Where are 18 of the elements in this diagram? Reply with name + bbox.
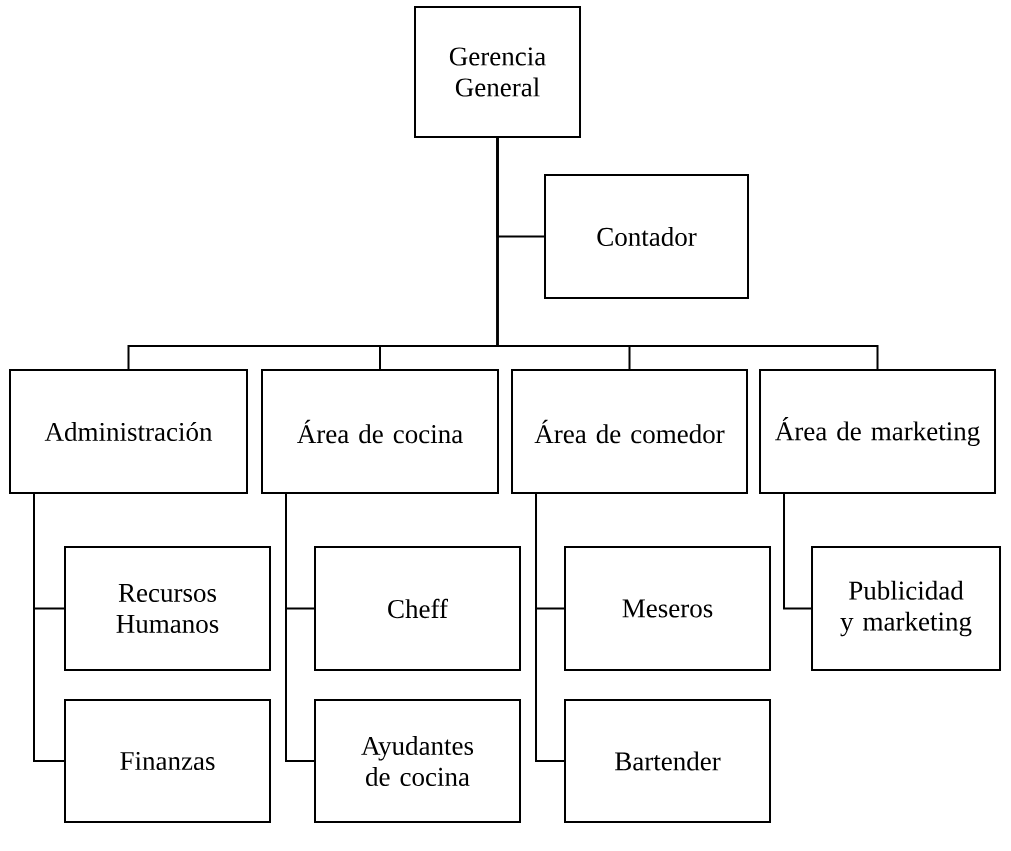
org-box: Finanzas: [64, 699, 271, 823]
org-box: Área de marketing: [759, 369, 996, 494]
connector-line: [285, 493, 315, 762]
org-box: Administración: [9, 369, 248, 494]
org-box: Publicidad y marketing: [811, 546, 1001, 671]
connector-line: [496, 137, 879, 370]
org-box: Meseros: [564, 546, 771, 671]
org-box: Área de cocina: [261, 369, 499, 494]
org-box: Ayudantes de cocina: [314, 699, 521, 823]
org-box: Recursos Humanos: [64, 546, 271, 671]
org-box: Cheff: [314, 546, 521, 671]
org-box: Contador: [544, 174, 749, 299]
connector-line: [33, 493, 65, 762]
org-box: Área de comedor: [511, 369, 748, 494]
connector-line: [535, 493, 565, 762]
org-box: Bartender: [564, 699, 771, 823]
org-box: Gerencia General: [414, 6, 581, 138]
connector-line: [783, 493, 812, 610]
